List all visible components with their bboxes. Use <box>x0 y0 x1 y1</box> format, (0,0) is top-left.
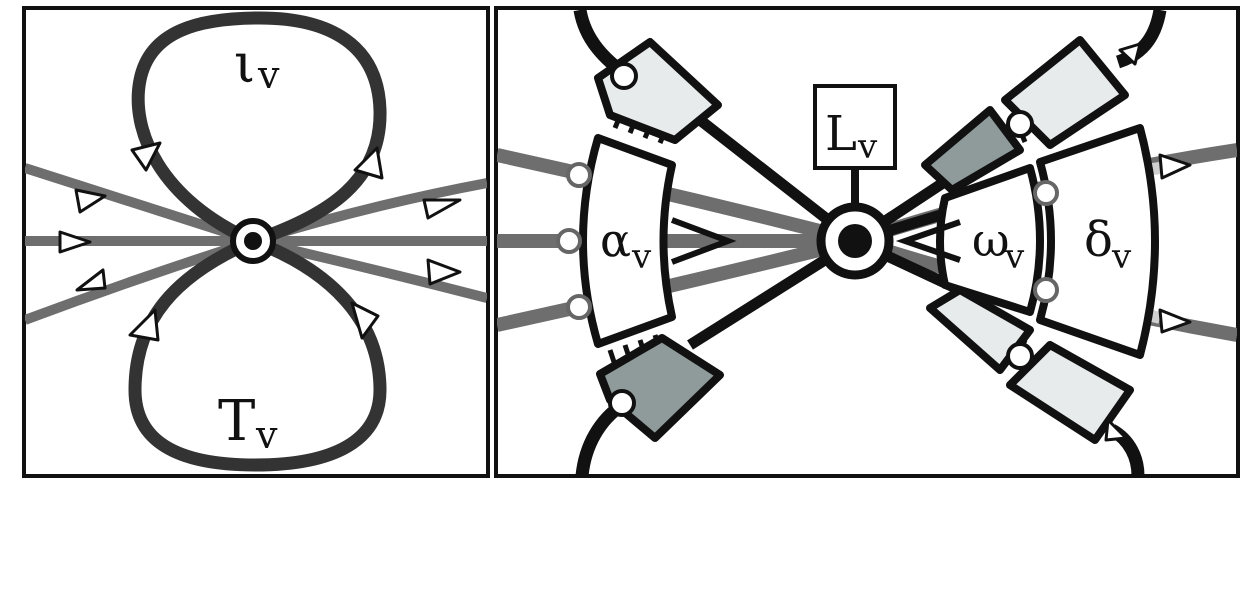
l-box <box>813 84 897 170</box>
right-bottom-outer-block <box>1006 341 1134 444</box>
port-left-top-block <box>610 62 638 90</box>
delta-label: δ <box>1084 212 1113 268</box>
port-left-bottom-block <box>608 389 636 417</box>
port-circles <box>556 62 1059 417</box>
port-alpha-top <box>566 162 592 188</box>
alpha-label-sub: v <box>631 237 652 277</box>
port-right-top <box>1006 110 1034 138</box>
arrow-right-bottom-corner <box>1104 418 1128 442</box>
line-arrows <box>58 188 462 292</box>
l-box-label-sub: v <box>857 127 878 167</box>
right-center-node <box>816 202 894 280</box>
loop-arrows <box>128 141 384 342</box>
port-right-mid-bottom <box>1033 277 1059 303</box>
arrow-line-ml <box>58 230 92 254</box>
top-loop-label-sub: v <box>257 53 280 97</box>
port-right-bottom <box>1006 342 1034 370</box>
arrow-line-ur <box>422 198 462 220</box>
l-box-group: L v <box>813 84 897 210</box>
alpha-label: α <box>600 213 631 267</box>
right-panel: L v α v ω v δ v <box>494 6 1240 478</box>
right-bottom-inner-block <box>926 286 1034 374</box>
port-right-mid-top <box>1033 180 1059 206</box>
arrow-line-ll <box>75 268 107 292</box>
r-line-lower-left <box>497 234 857 332</box>
top-loop-label: ι <box>234 32 255 95</box>
arrow-top-left <box>130 141 162 172</box>
alpha-sector <box>579 134 676 348</box>
curve-top-right <box>1115 10 1167 69</box>
omega-label: ω <box>972 213 1010 267</box>
delta-label-sub: v <box>1111 237 1132 277</box>
l-box-label: L <box>825 106 857 162</box>
arrow-right-lower <box>1158 308 1192 334</box>
r-line-upper-left <box>497 148 857 247</box>
bottom-loop-label: T <box>218 389 255 454</box>
delta-sector <box>1036 124 1159 359</box>
arrow-right-upper <box>1158 153 1192 180</box>
arrow-top-right <box>353 146 384 180</box>
right-arrows <box>1104 42 1192 442</box>
right-top-outer-block <box>1001 36 1129 149</box>
arrow-bottom-right <box>350 301 380 340</box>
bottom-loop-label-sub: v <box>255 413 278 457</box>
arrow-right-top-corner <box>1118 42 1142 66</box>
right-chevron <box>895 219 961 263</box>
left-panel: ι v T v <box>22 6 490 478</box>
arrow-bottom-left <box>128 308 160 342</box>
omega-label-sub: v <box>1004 237 1025 277</box>
port-alpha-mid <box>556 228 582 254</box>
left-center-node <box>230 218 276 264</box>
right-top-inner-block <box>921 106 1024 194</box>
arrow-line-ul <box>74 188 107 214</box>
port-alpha-bottom <box>566 294 592 320</box>
left-chevron <box>670 217 737 265</box>
arrow-line-lr <box>426 258 462 286</box>
